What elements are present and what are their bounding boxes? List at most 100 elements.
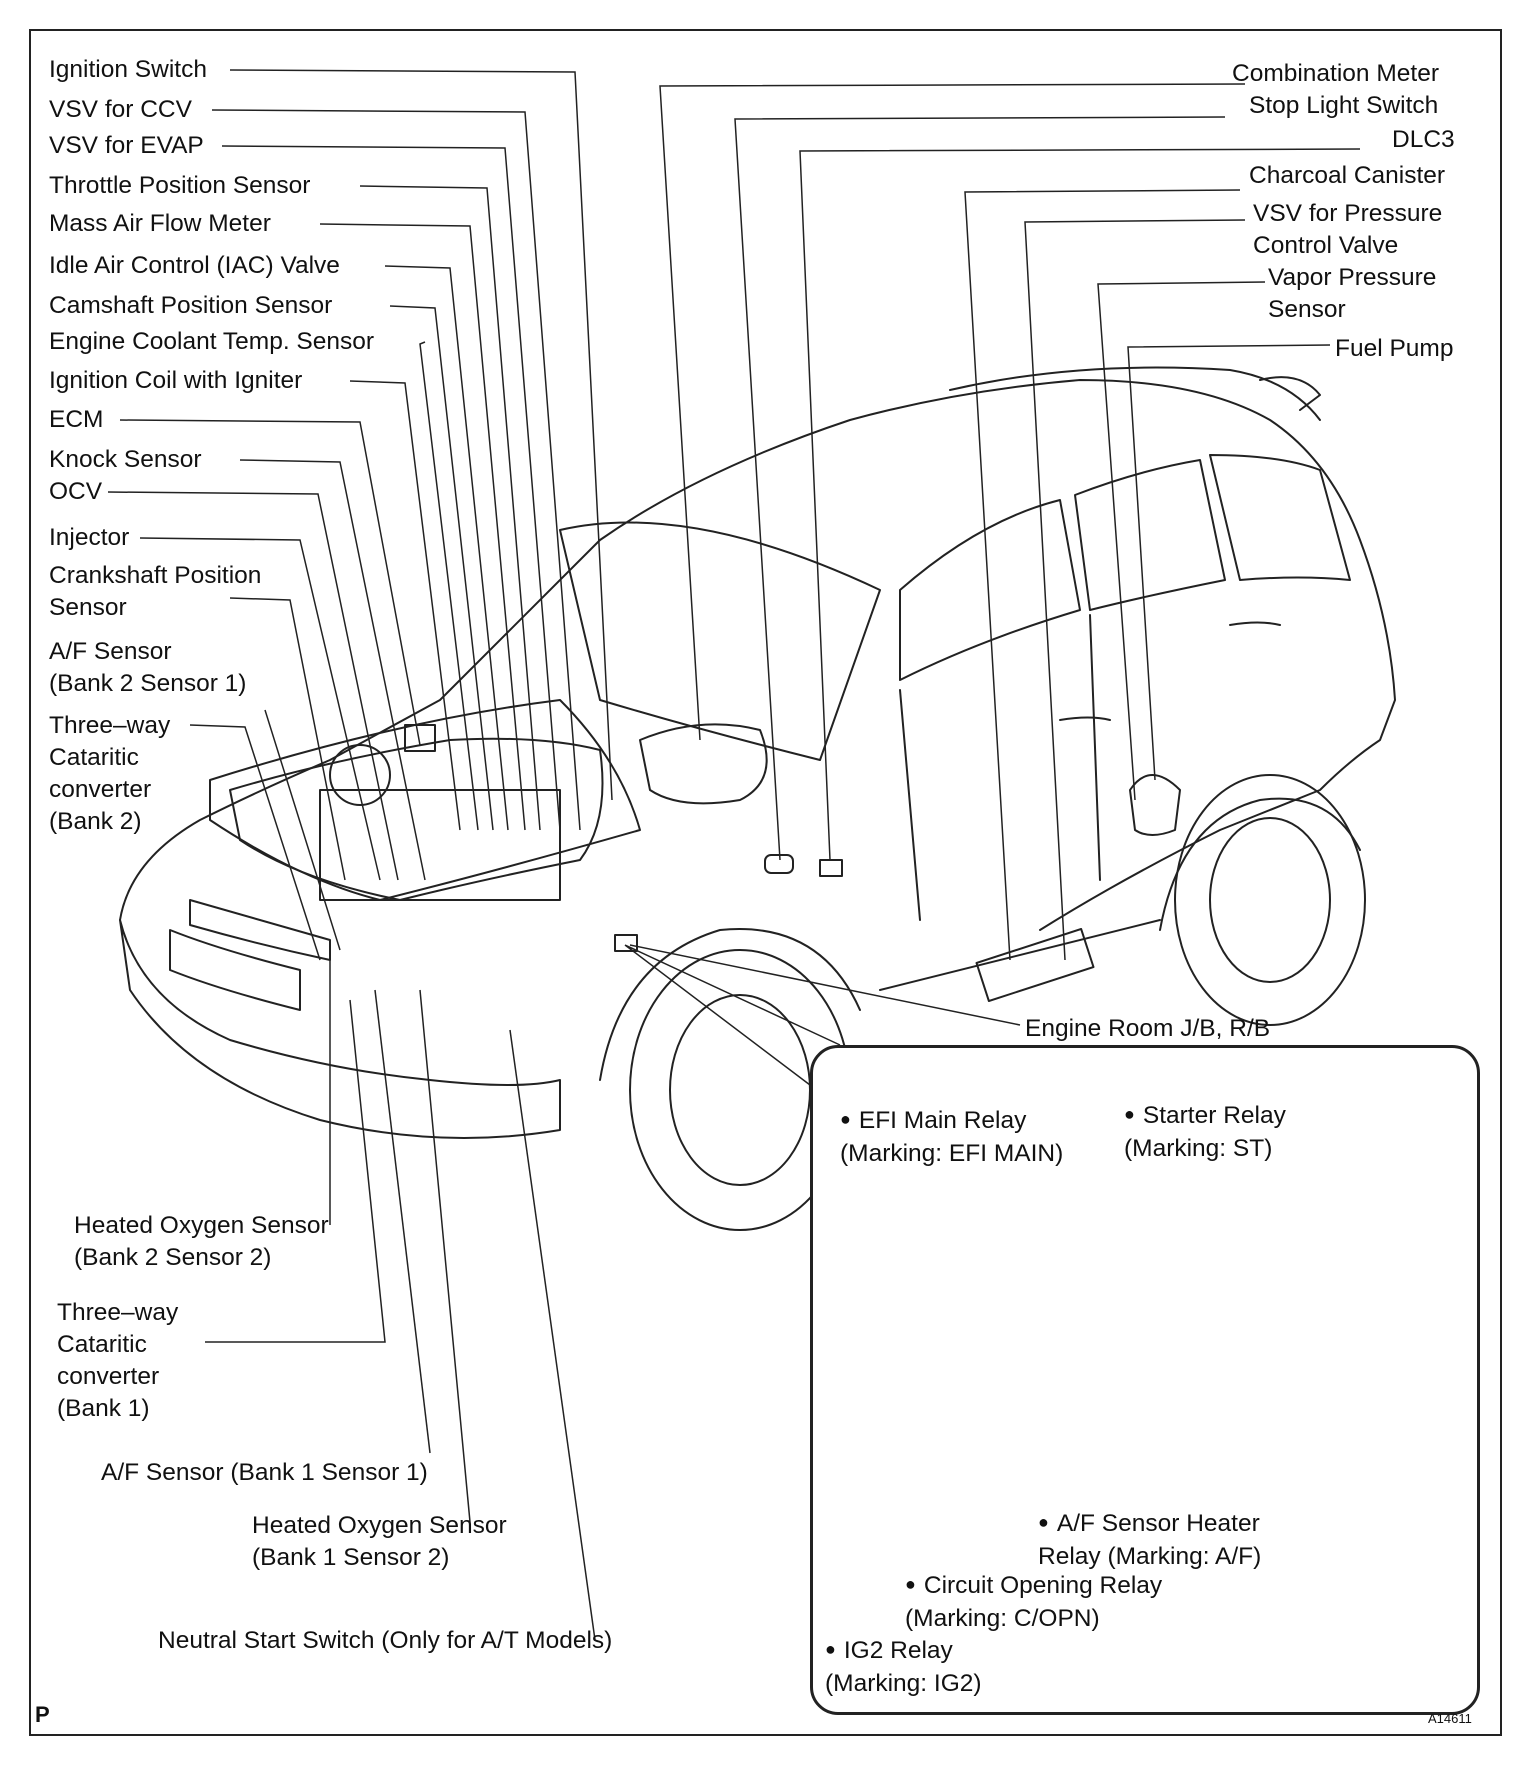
leader-combination-meter: [659, 83, 1246, 741]
door-handle-2: [1229, 621, 1281, 626]
twc-b1-line-4: (Bank 1): [57, 1395, 150, 1422]
efi-main-line-1: EFI Main Relay: [840, 1105, 1063, 1138]
leader-maf: [319, 223, 526, 831]
stop-light-switch-shape: [764, 854, 794, 874]
starter-line-1: Starter Relay: [1124, 1100, 1286, 1133]
af-heater-line-1: A/F Sensor Heater: [1038, 1508, 1261, 1541]
front-wheel-arch: [599, 928, 861, 1081]
door-line: [899, 689, 921, 921]
side-window-rear: [1074, 459, 1226, 611]
label-twc-bank1: Three–way Cataritic converter (Bank 1): [57, 1297, 178, 1425]
leader-ecm: [119, 419, 421, 746]
callout-pointer: [624, 944, 841, 1086]
ho2s-b2-line-1: Heated Oxygen Sensor: [74, 1212, 329, 1239]
leader-ignition-coil: [349, 380, 461, 831]
label-af-sensor-bank1: A/F Sensor (Bank 1 Sensor 1): [101, 1459, 428, 1486]
dlc3-shape: [819, 859, 843, 877]
af-b2-line-2: (Bank 2 Sensor 1): [49, 670, 247, 697]
headlight: [189, 899, 331, 961]
label-ecm: ECM: [49, 406, 104, 433]
leader-vsv-evap: [221, 145, 561, 831]
ig2-line-2: (Marking: IG2): [825, 1670, 982, 1697]
leader-af-b2: [264, 709, 341, 951]
leader-af-b1: [374, 989, 431, 1454]
twc-b1-line-2: Cataritic: [57, 1331, 147, 1358]
ig2-line-1: IG2 Relay: [825, 1635, 982, 1668]
twc-b2-line-4: (Bank 2): [49, 808, 142, 835]
front-bumper: [119, 919, 561, 1139]
hood: [209, 699, 641, 901]
label-iac-valve: Idle Air Control (IAC) Valve: [49, 252, 340, 279]
leader-engine-room-jb: [629, 944, 1021, 1026]
ho2s-b2-line-2: (Bank 2 Sensor 2): [74, 1244, 272, 1271]
leader-nss: [509, 1029, 596, 1641]
label-ho2s-bank1: Heated Oxygen Sensor (Bank 1 Sensor 2): [252, 1510, 507, 1574]
twc-b1-line-1: Three–way: [57, 1299, 179, 1326]
label-dlc3: DLC3: [1392, 126, 1455, 153]
circuit-opening-line-1: Circuit Opening Relay: [905, 1570, 1162, 1603]
leader-twc-b2: [189, 724, 321, 961]
leader-ocv: [107, 491, 399, 881]
rear-wheel-inner: [1209, 817, 1331, 983]
leader-twc-b1: [205, 999, 386, 1343]
relay-callout-box: [810, 1045, 1480, 1715]
label-circuit-opening-relay: Circuit Opening Relay (Marking: C/OPN): [905, 1570, 1162, 1635]
label-fuel-pump: Fuel Pump: [1335, 335, 1454, 362]
windshield: [559, 521, 881, 761]
af-heater-line-2: Relay (Marking: A/F): [1038, 1543, 1262, 1570]
side-window-front: [899, 499, 1081, 681]
leader-vsv-ccv: [211, 109, 581, 831]
label-stop-light-switch: Stop Light Switch: [1249, 92, 1439, 119]
leader-cmp: [389, 305, 494, 831]
leader-fuel-pump: [1127, 344, 1331, 781]
page-letter: P: [35, 1702, 50, 1727]
circuit-opening-line-2: (Marking: C/OPN): [905, 1605, 1100, 1632]
twc-b2-line-1: Three–way: [49, 712, 171, 739]
label-af-sensor-heater-relay: A/F Sensor Heater Relay (Marking: A/F): [1038, 1508, 1261, 1573]
leader-ho2s-b1: [419, 989, 471, 1523]
door-line-2: [1089, 614, 1101, 881]
door-handle: [1059, 716, 1111, 721]
rear-window: [1209, 454, 1351, 581]
leader-stop-light: [734, 116, 1226, 861]
leader-dlc3: [799, 148, 1361, 861]
efi-main-line-2: (Marking: EFI MAIN): [840, 1140, 1064, 1167]
twc-b1-line-3: converter: [57, 1363, 160, 1390]
vsv-pressure-line-1: VSV for Pressure: [1253, 200, 1443, 227]
fuel-pump-shape: [1129, 774, 1181, 836]
radiator-cap: [329, 744, 391, 806]
starter-line-2: (Marking: ST): [1124, 1135, 1273, 1162]
label-neutral-start-switch: Neutral Start Switch (Only for A/T Model…: [158, 1627, 613, 1654]
af-b2-line-1: A/F Sensor: [49, 638, 172, 665]
roof-rack: [949, 366, 1321, 421]
diagram-frame: [29, 29, 1502, 1736]
rear-wheel: [1174, 774, 1366, 1026]
ho2s-b1-line-2: (Bank 1 Sensor 2): [252, 1544, 450, 1571]
label-ocv: OCV: [49, 478, 103, 505]
label-vapor-pressure-sensor: Vapor Pressure Sensor: [1268, 262, 1436, 326]
label-engine-coolant-temp-sensor: Engine Coolant Temp. Sensor: [49, 328, 375, 355]
label-injector: Injector: [49, 524, 130, 551]
twc-b2-line-3: converter: [49, 776, 152, 803]
label-throttle-position-sensor: Throttle Position Sensor: [49, 172, 311, 199]
label-charcoal-canister: Charcoal Canister: [1249, 162, 1446, 189]
label-efi-main-relay: EFI Main Relay (Marking: EFI MAIN): [840, 1105, 1063, 1170]
label-knock-sensor: Knock Sensor: [49, 446, 202, 473]
leader-tps: [359, 185, 541, 831]
grille: [169, 929, 301, 1011]
label-twc-bank2: Three–way Cataritic converter (Bank 2): [49, 710, 170, 838]
label-mass-air-flow-meter: Mass Air Flow Meter: [49, 210, 271, 237]
label-ig2-relay: IG2 Relay (Marking: IG2): [825, 1635, 982, 1700]
label-vsv-evap: VSV for EVAP: [49, 132, 204, 159]
leader-ckp: [229, 597, 346, 881]
label-crankshaft-position-sensor: Crankshaft Position Sensor: [49, 560, 261, 624]
car-body-outline: [119, 379, 1396, 931]
leader-vapor-pressure: [1097, 281, 1266, 801]
leader-ignition-switch: [229, 69, 613, 801]
front-wheel-inner: [669, 994, 811, 1186]
leader-ect: [419, 341, 479, 831]
spoiler: [1259, 376, 1321, 411]
leader-injector: [139, 537, 381, 881]
label-ho2s-bank2: Heated Oxygen Sensor (Bank 2 Sensor 2): [74, 1210, 329, 1274]
combination-meter-shape: [639, 723, 768, 805]
